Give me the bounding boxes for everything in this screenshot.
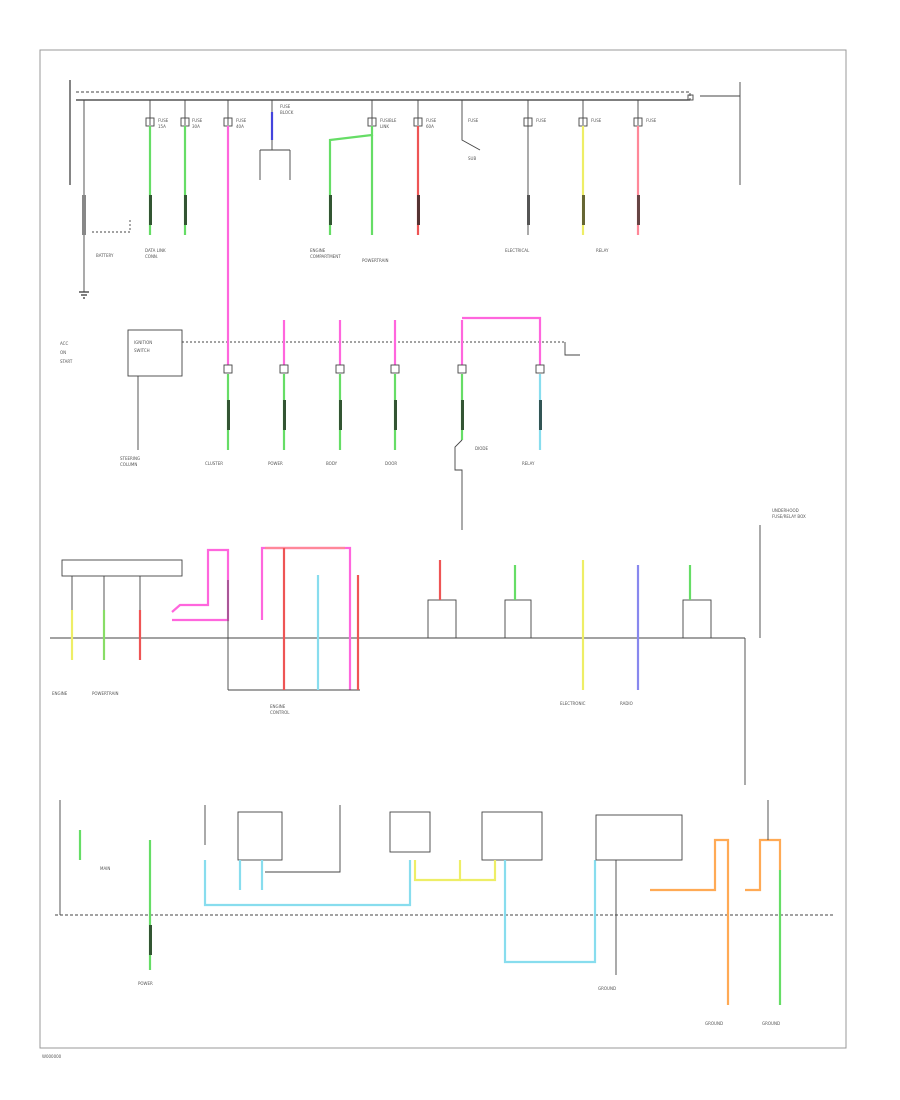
- svg-text:ACC: ACC: [60, 341, 68, 346]
- fuse-drop-light-red: FUSE RELAY: [596, 100, 657, 253]
- svg-text:STEERING: STEERING: [120, 456, 140, 461]
- section-bottom-components: MAIN POWER GROUND GROUND GROUND: [55, 800, 835, 1026]
- svg-text:60A: 60A: [426, 124, 434, 129]
- svg-text:UNDERHOOD: UNDERHOOD: [772, 508, 799, 513]
- branch-4: DOOR: [385, 320, 400, 466]
- svg-text:DIODE: DIODE: [475, 446, 488, 451]
- svg-text:DOOR: DOOR: [385, 461, 397, 466]
- svg-text:RELAY: RELAY: [522, 461, 535, 466]
- svg-text:FUSE: FUSE: [536, 118, 547, 123]
- svg-text:SWITCH: SWITCH: [134, 348, 150, 353]
- fuse-drop-white: FUSE SUB: [461, 100, 481, 161]
- svg-text:FUSE: FUSE: [280, 104, 291, 109]
- branch-1: CLUSTER: [205, 320, 233, 466]
- svg-text:40A: 40A: [236, 124, 244, 129]
- svg-text:CONTROL: CONTROL: [270, 710, 290, 715]
- svg-text:30A: 30A: [192, 124, 200, 129]
- branch-3: BODY: [326, 320, 345, 466]
- svg-text:FUSE/RELAY BOX: FUSE/RELAY BOX: [772, 514, 806, 519]
- svg-text:COLUMN: COLUMN: [120, 462, 137, 467]
- svg-text:CONN.: CONN.: [145, 254, 158, 259]
- svg-text:BLOCK: BLOCK: [280, 110, 294, 115]
- svg-text:START: START: [60, 359, 73, 364]
- svg-text:ELECTRICAL: ELECTRICAL: [505, 248, 530, 253]
- section-ignition-bus: IGNITION SWITCH ACC ON START STEERINGCOLUM…: [60, 316, 580, 530]
- diagram-footer-code: W000000: [42, 1054, 62, 1059]
- svg-text:POWER: POWER: [138, 981, 153, 986]
- svg-text:FUSE: FUSE: [158, 118, 169, 123]
- svg-text:GROUND: GROUND: [762, 1021, 780, 1026]
- svg-text:SUB: SUB: [468, 156, 476, 161]
- svg-text:POWERTRAIN: POWERTRAIN: [92, 691, 119, 696]
- svg-text:ENGINE: ENGINE: [310, 248, 326, 253]
- svg-text:FUSIBLE: FUSIBLE: [380, 118, 397, 123]
- svg-text:ELECTRONIC: ELECTRONIC: [560, 701, 586, 706]
- svg-text:FUSE: FUSE: [426, 118, 437, 123]
- battery-symbol: BATTERY: [79, 100, 131, 299]
- svg-text:IGNITION: IGNITION: [134, 340, 152, 345]
- svg-text:GROUND: GROUND: [705, 1021, 723, 1026]
- branch-5: DIODE: [454, 320, 488, 530]
- svg-text:FUSE: FUSE: [236, 118, 247, 123]
- svg-text:ENGINE: ENGINE: [270, 704, 286, 709]
- svg-text:DATA LINK: DATA LINK: [145, 248, 166, 253]
- svg-text:FUSE: FUSE: [192, 118, 203, 123]
- fuse-drop-8: FUSE ELECTRICAL: [505, 100, 547, 253]
- svg-text:FUSE: FUSE: [591, 118, 602, 123]
- svg-text:MAIN: MAIN: [100, 866, 110, 871]
- svg-text:RELAY: RELAY: [596, 248, 609, 253]
- svg-text:LINK: LINK: [380, 124, 389, 129]
- section-middle-components: UNDERHOOD FUSE/RELAY BOX ENGINE POWERTRAI…: [50, 508, 806, 785]
- svg-text:BODY: BODY: [326, 461, 338, 466]
- svg-text:BATTERY: BATTERY: [96, 253, 114, 258]
- svg-text:FUSE: FUSE: [646, 118, 657, 123]
- svg-text:COMPARTMENT: COMPARTMENT: [310, 254, 341, 259]
- svg-text:15A: 15A: [158, 124, 166, 129]
- fuse-drop-yellow: FUSE: [578, 100, 602, 235]
- svg-text:GROUND: GROUND: [598, 986, 616, 991]
- svg-text:FUSE: FUSE: [468, 118, 479, 123]
- svg-text:ON: ON: [60, 350, 66, 355]
- svg-text:POWER: POWER: [268, 461, 283, 466]
- branch-6: RELAY: [462, 316, 545, 466]
- svg-text:ENGINE: ENGINE: [52, 691, 68, 696]
- diagram-frame: [39, 49, 847, 1049]
- svg-text:RADIO: RADIO: [620, 701, 633, 706]
- svg-text:POWERTRAIN: POWERTRAIN: [362, 258, 389, 263]
- svg-text:CLUSTER: CLUSTER: [205, 461, 223, 466]
- branch-2: POWER: [268, 320, 289, 466]
